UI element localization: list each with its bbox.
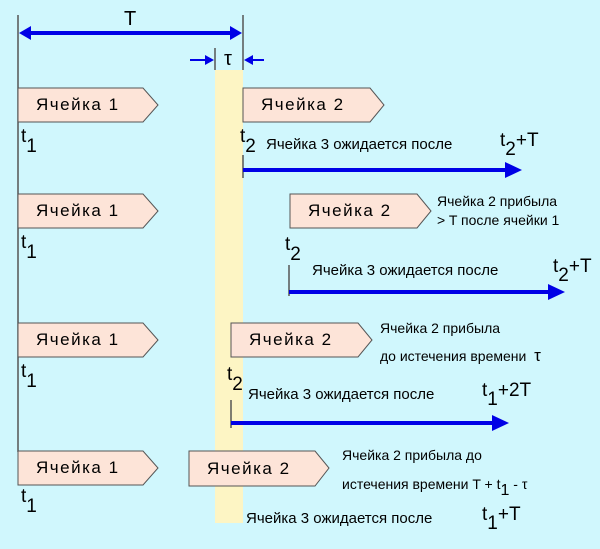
expect-arrow (243, 162, 522, 178)
t1-label: t1 (21, 361, 37, 392)
tolerance-band (215, 70, 243, 523)
cell-1-label: Ячейка 1 (36, 330, 120, 349)
expect-text: Ячейка 3 ожидается после (248, 386, 435, 403)
cell-2-label: Ячейка 2 (249, 330, 333, 349)
tau-arrows (190, 55, 264, 65)
expect-arrow (289, 284, 565, 300)
note-line-1: Ячейка 2 прибыла до (342, 447, 482, 463)
cell-2-shape (230, 322, 373, 358)
expect-text: Ячейка 3 ожидается после (246, 510, 433, 527)
t1-label: t1 (21, 126, 37, 157)
note-line-2: > T после ячейки 1 (437, 212, 560, 228)
cell-1-label: Ячейка 1 (36, 201, 120, 220)
period-label: T (124, 8, 137, 30)
cell-1-shape (17, 87, 159, 123)
cell-1-label: Ячейка 1 (36, 458, 120, 477)
t2-label: t2 (227, 364, 243, 395)
expect-time: t2+T (500, 130, 539, 160)
cell-1-shape (17, 193, 159, 229)
t1-label: t1 (21, 232, 37, 263)
cell-1-shape (17, 450, 159, 486)
cell-2-shape (242, 87, 385, 123)
note-line-2: до истечения времени τ (380, 346, 541, 365)
cell-2-shape (289, 193, 432, 229)
cell-1-shape (17, 322, 159, 358)
t2-label: t2 (285, 234, 301, 265)
expect-time: t1+2T (482, 380, 532, 410)
expect-text: Ячейка 3 ожидается после (312, 262, 499, 279)
t1-label: t1 (21, 486, 37, 517)
note-line-2: истечения времени T + t1 - τ (342, 476, 528, 499)
note-line-1: Ячейка 2 прибыла (437, 193, 558, 209)
cell-2-label: Ячейка 2 (261, 95, 345, 114)
expect-time: t2+T (553, 256, 592, 286)
period-arrow (19, 26, 242, 40)
expect-text: Ячейка 3 ожидается после (266, 136, 453, 153)
t2-label: t2 (240, 126, 256, 157)
cell-2-label: Ячейка 2 (207, 459, 291, 478)
cell-2-shape (188, 450, 330, 487)
expect-time: t1+T (482, 504, 521, 534)
cell-2-label: Ячейка 2 (308, 201, 392, 220)
cell-1-label: Ячейка 1 (36, 95, 120, 114)
tolerance-label: τ (224, 48, 232, 70)
expect-arrow (231, 415, 509, 431)
note-line-1: Ячейка 2 прибыла (380, 320, 501, 336)
